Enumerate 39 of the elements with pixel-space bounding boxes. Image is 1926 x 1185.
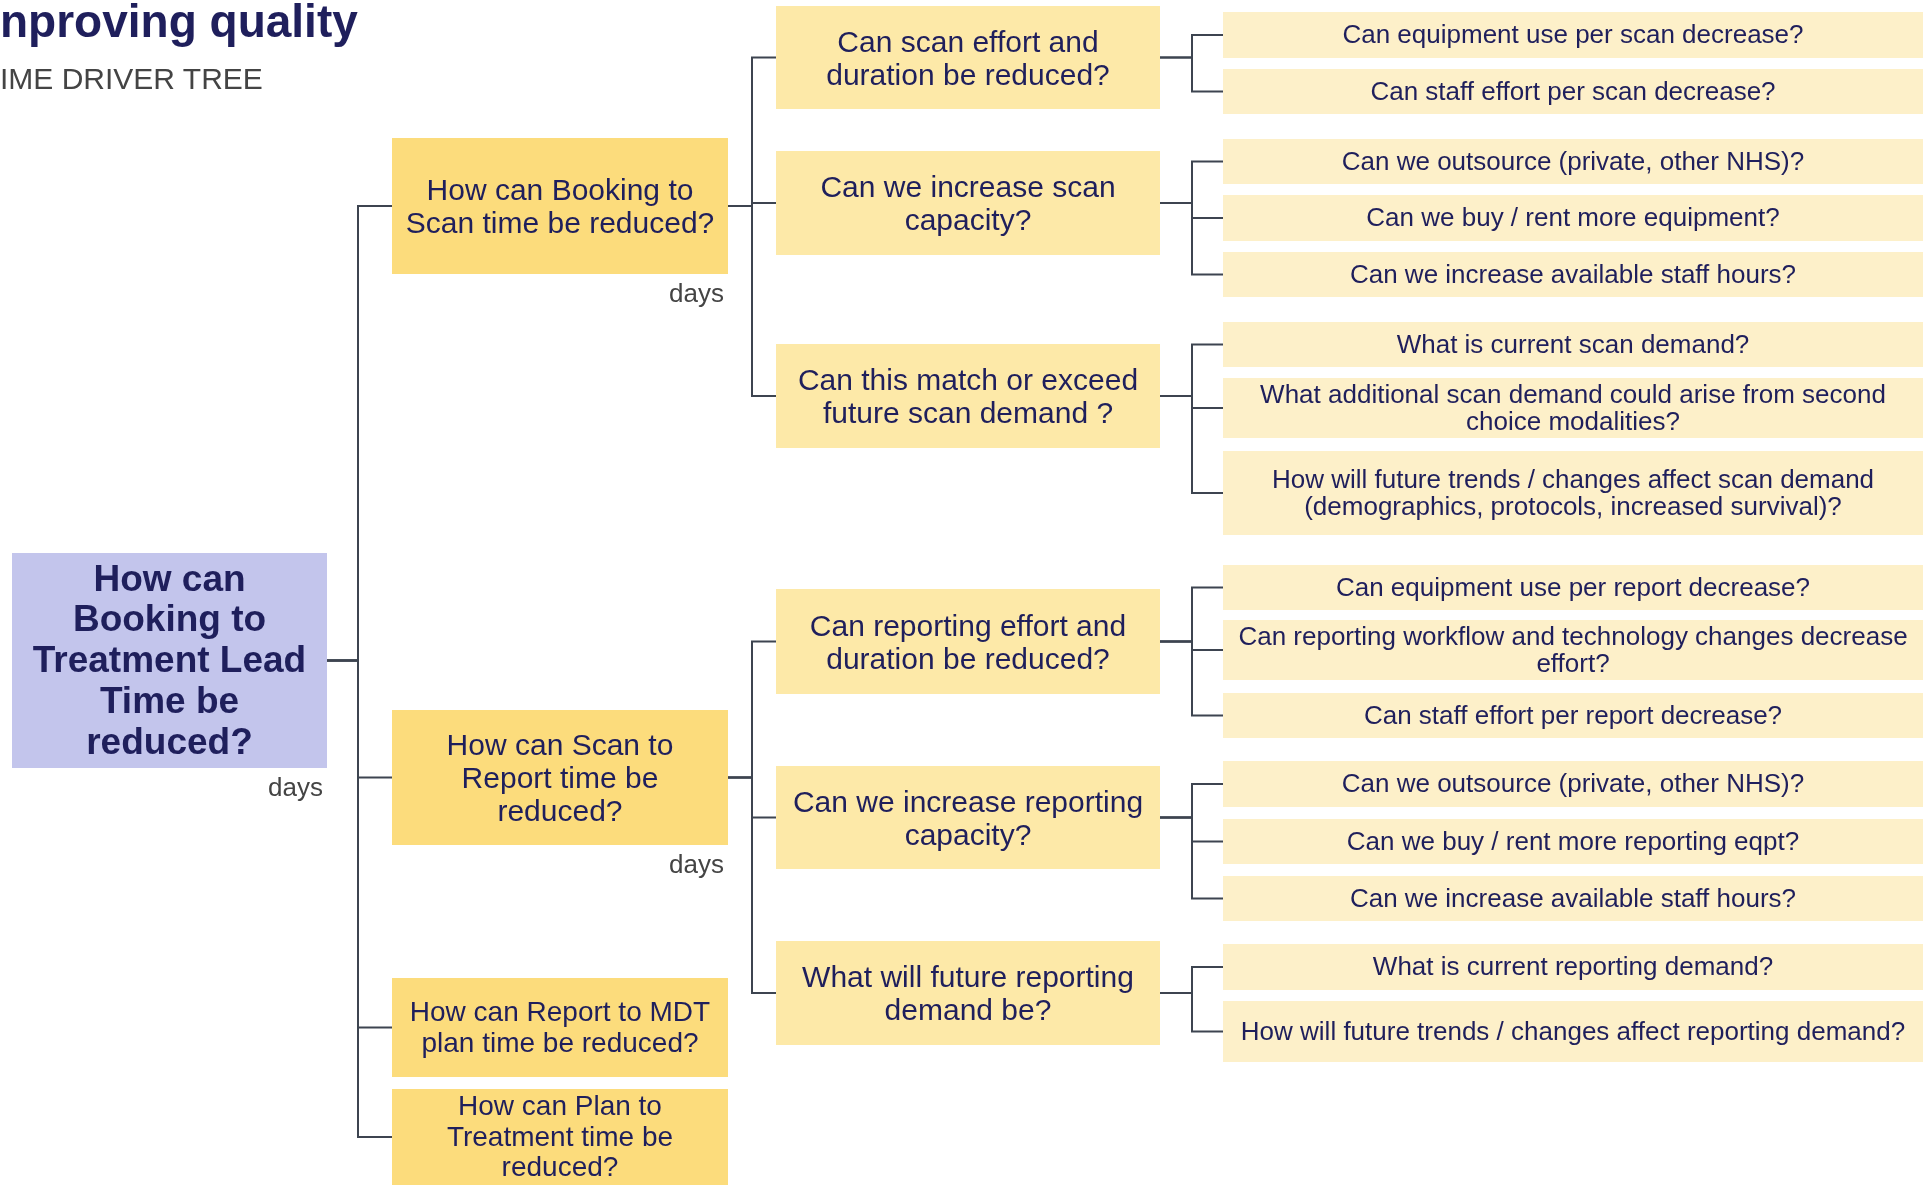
sub-driver-box: Can we increase reporting capacity?	[776, 766, 1160, 869]
question-box: What additional scan demand could arise from second choice modalities?	[1223, 378, 1923, 438]
root-question-box: How can Booking to Treatment Lead Time be reduced?	[12, 553, 327, 768]
question-box: Can we outsource (private, other NHS)?	[1223, 139, 1923, 184]
connector-line	[1159, 640, 1224, 717]
question-box: How will future trends / changes affect reporting demand?	[1223, 1001, 1923, 1062]
sub-driver-box: Can this match or exceed future scan demand ?	[776, 344, 1160, 448]
sub-driver-box: Can we increase scan capacity?	[776, 151, 1160, 255]
connector-line	[727, 205, 777, 397]
question-box: Can equipment use per scan decrease?	[1223, 12, 1923, 58]
question-box: Can we increase available staff hours?	[1223, 252, 1923, 297]
duration-unit: days	[668, 849, 724, 880]
driver-box: How can Booking to Scan time be reduced?	[392, 138, 728, 274]
question-box: Can reporting workflow and technology changes decrease effort?	[1223, 620, 1923, 680]
question-box: Can staff effort per scan decrease?	[1223, 69, 1923, 114]
question-box: Can we buy / rent more equipment?	[1223, 195, 1923, 241]
subtitle: IME DRIVER TREE	[0, 62, 263, 96]
connector-line	[727, 776, 777, 994]
duration-unit: days	[668, 278, 724, 309]
duration-unit: days	[267, 772, 323, 803]
question-box: Can we increase available staff hours?	[1223, 876, 1923, 921]
sub-driver-box: Can scan effort and duration be reduced?	[776, 6, 1160, 109]
question-box: What is current scan demand?	[1223, 322, 1923, 367]
question-box: Can we outsource (private, other NHS)?	[1223, 761, 1923, 807]
connector-line	[1159, 395, 1224, 494]
connector-line	[326, 659, 393, 1138]
question-box: Can staff effort per report decrease?	[1223, 693, 1923, 738]
question-box: How will future trends / changes affect scan demand (demographics, protocols, increased survival)?	[1223, 451, 1923, 535]
connector-line	[1159, 56, 1224, 93]
sub-driver-box: What will future reporting demand be?	[776, 941, 1160, 1045]
question-box: Can equipment use per report decrease?	[1223, 565, 1923, 610]
driver-box: How can Report to MDT plan time be reduced?	[392, 978, 728, 1077]
connector-line	[1159, 816, 1224, 900]
question-box: Can we buy / rent more reporting eqpt?	[1223, 819, 1923, 864]
title: nproving quality	[0, 0, 358, 48]
sub-driver-box: Can reporting effort and duration be reduced?	[776, 589, 1160, 694]
driver-box: How can Scan to Report time be reduced?	[392, 710, 728, 845]
driver-box: How can Plan to Treatment time be reduced?	[392, 1089, 728, 1185]
question-box: What is current reporting demand?	[1223, 944, 1923, 990]
